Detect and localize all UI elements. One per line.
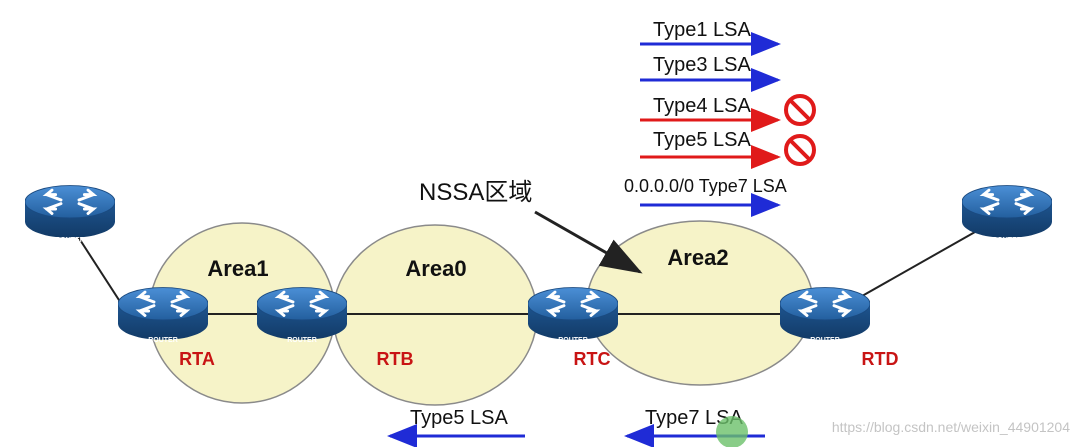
router-top-right: ROUTER — [962, 184, 1052, 244]
lsa-default-type7-label: 0.0.0.0/0 Type7 LSA — [624, 176, 787, 196]
router-rtc: ROUTER — [528, 286, 618, 344]
router-icon-text: ROUTER — [810, 337, 840, 344]
blocked-icon — [784, 94, 816, 126]
blocked-icon — [784, 134, 816, 166]
cursor-highlight — [716, 416, 748, 447]
area1-label: Area1 — [207, 256, 268, 281]
area0-label: Area0 — [405, 256, 466, 281]
router-label-rtb: RTB — [377, 349, 414, 369]
lsa-type3-label: Type3 LSA — [653, 54, 752, 76]
router-label-rtc: RTC — [574, 349, 611, 369]
lsa-legend: Type1 LSA Type3 LSA Type4 LSA Type5 LSA … — [624, 19, 816, 217]
router-rtd: ROUTER — [780, 286, 870, 344]
link-rtd-tr — [854, 231, 976, 301]
router-icon-text: ROUTER — [287, 337, 317, 344]
lsa-type5-label: Type5 LSA — [653, 129, 752, 151]
flow-type5-label: Type5 LSA — [410, 407, 509, 429]
area2-label: Area2 — [667, 245, 728, 270]
router-label-rtd: RTD — [862, 349, 899, 369]
watermark: https://blog.csdn.net/weixin_44901204 — [832, 419, 1070, 435]
router-icon-text: ROUTER — [55, 237, 85, 244]
nssa-callout-label: NSSA区域 — [419, 179, 532, 206]
nssa-callout-arrow — [534, 210, 643, 274]
router-top-left: ROUTER — [25, 184, 115, 244]
router-icon-text: ROUTER — [992, 237, 1022, 244]
router-label-rta: RTA — [179, 349, 215, 369]
lsa-type1-label: Type1 LSA — [653, 19, 752, 41]
router-icon-text: ROUTER — [558, 337, 588, 344]
router-rta: ROUTER — [118, 286, 208, 344]
router-icon-text: ROUTER — [148, 337, 178, 344]
router-rtb: ROUTER — [257, 286, 347, 344]
lsa-type4-label: Type4 LSA — [653, 95, 752, 117]
bottom-flows: Type5 LSA Type7 LSA — [387, 407, 765, 447]
